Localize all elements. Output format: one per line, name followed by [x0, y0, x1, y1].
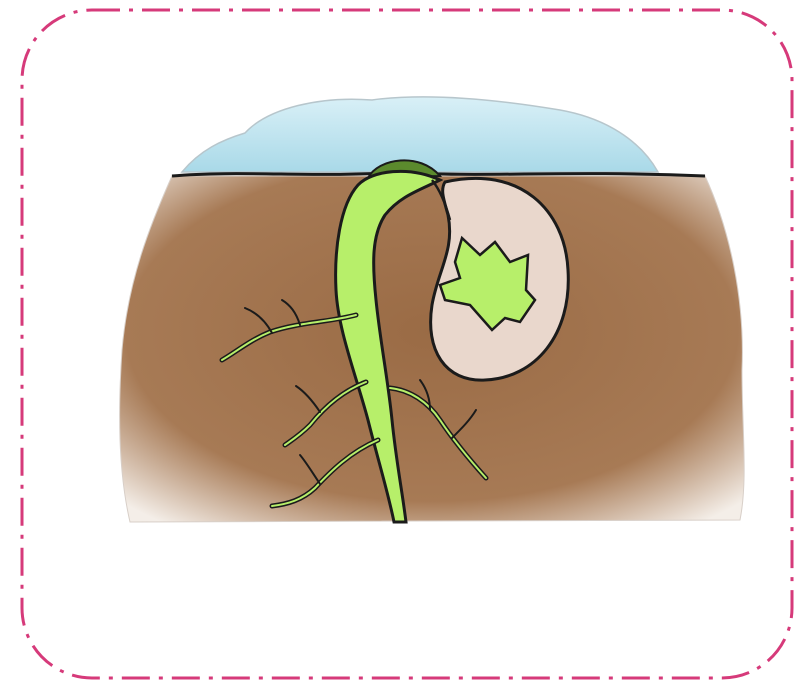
- sky-area: [182, 97, 658, 172]
- soil-block: [120, 176, 745, 522]
